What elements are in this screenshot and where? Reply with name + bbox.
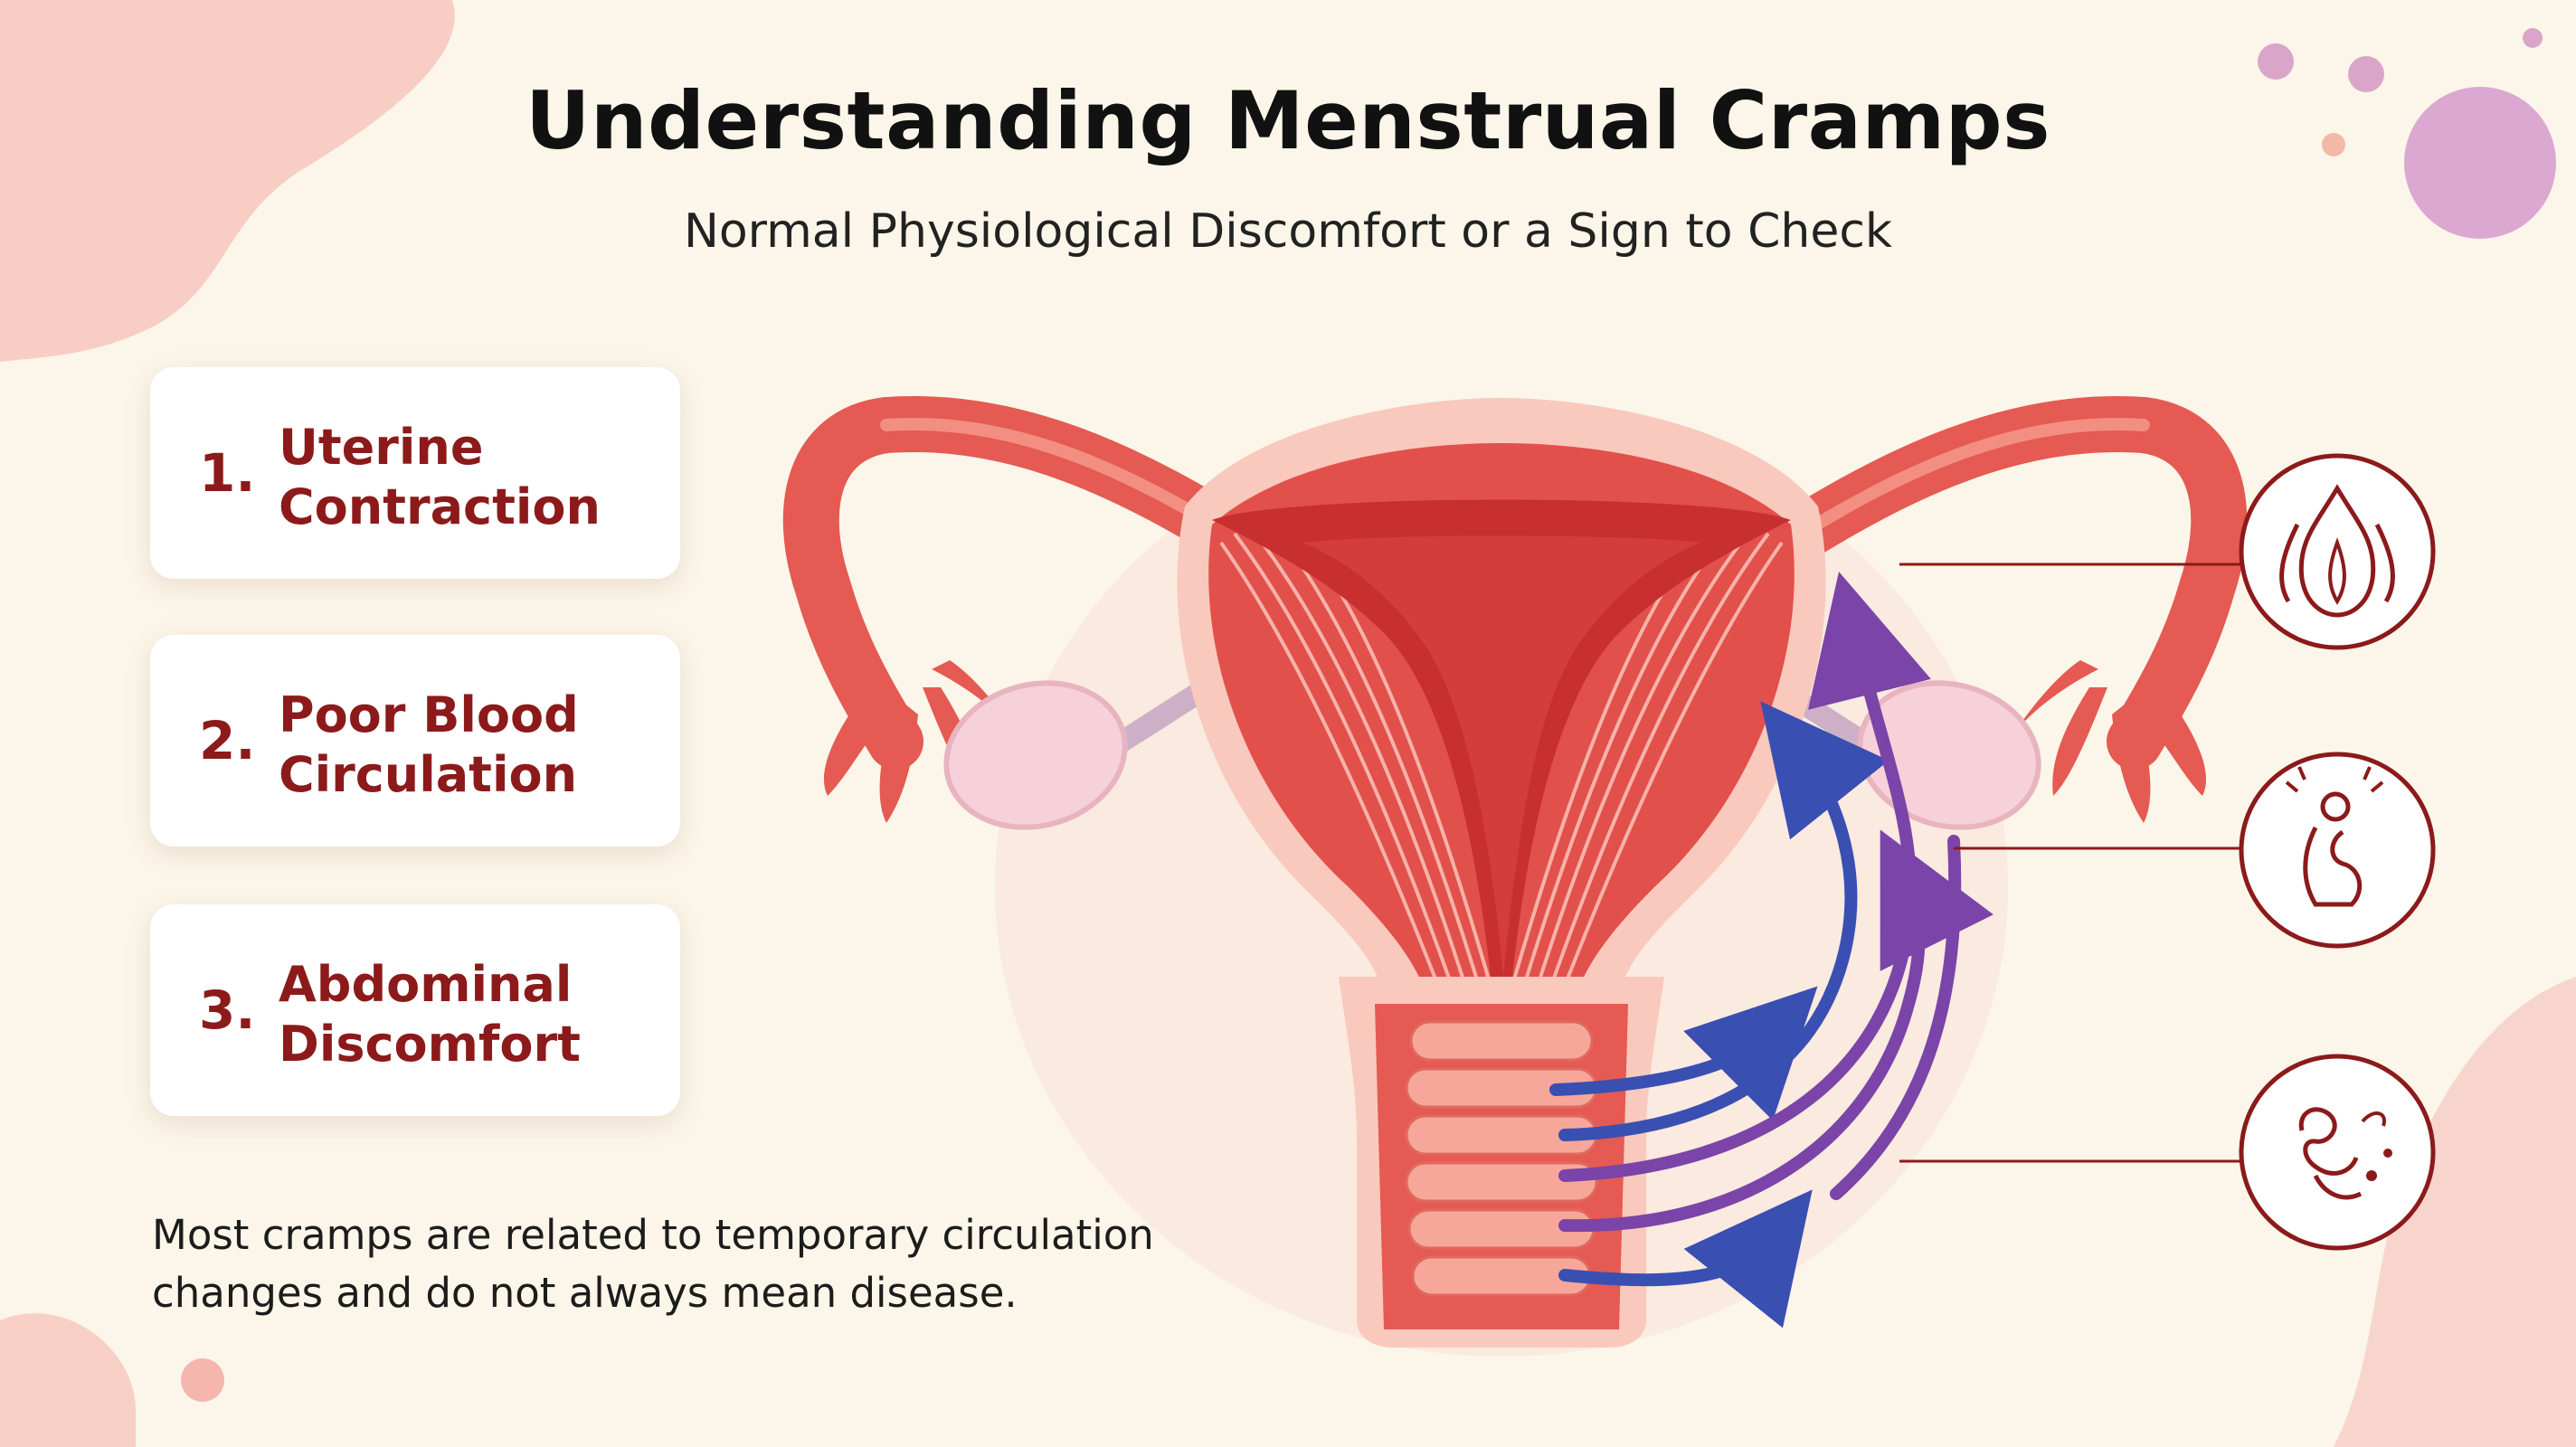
cause-label-line2: Circulation: [279, 746, 578, 803]
back-pain-figure-icon: [2239, 752, 2436, 949]
page-subtitle: Normal Physiological Discomfort or a Sig…: [683, 204, 1893, 259]
cause-label-line1: Uterine: [279, 419, 484, 476]
circulation-arrows: [1549, 572, 1994, 1329]
cause-label: Poor Blood Circulation: [279, 686, 658, 805]
flame-pain-icon: [2239, 453, 2436, 650]
cause-label: Abdominal Discomfort: [279, 955, 658, 1074]
cause-card-uterine-contraction: 1. Uterine Contraction: [150, 367, 680, 579]
page-title: Understanding Menstrual Cramps: [525, 74, 2051, 167]
arrow-purple-return: [1830, 835, 1962, 1200]
cause-label-line1: Abdominal: [279, 956, 573, 1013]
cause-number: 1.: [199, 442, 256, 504]
vaginal-rugae: [1405, 1020, 1598, 1297]
footnote-line2: changes and do not always mean disease.: [152, 1269, 1018, 1317]
cause-label-line2: Discomfort: [279, 1016, 581, 1073]
leader-lines: [1899, 563, 2241, 1163]
footnote-line1: Most cramps are related to temporary cir…: [152, 1211, 1154, 1259]
cause-number: 2.: [199, 710, 256, 771]
abdominal-discomfort-icon: [2239, 1054, 2436, 1251]
cause-card-abdominal-discomfort: 3. Abdominal Discomfort: [150, 904, 680, 1116]
cause-label: Uterine Contraction: [279, 418, 658, 537]
cause-card-poor-blood-circulation: 2. Poor Blood Circulation: [150, 635, 680, 846]
footnote: Most cramps are related to temporary cir…: [152, 1206, 1201, 1322]
arrow-blue-long: [1558, 701, 1889, 1141]
cause-number: 3.: [199, 979, 256, 1041]
arrow-blue-bottom: [1558, 1189, 1813, 1329]
cause-label-line1: Poor Blood: [279, 686, 579, 743]
arrow-blue-short: [1549, 986, 1818, 1121]
left-ovary: [943, 680, 1128, 830]
cause-label-line2: Contraction: [279, 478, 601, 535]
right-fallopian-tube: [1745, 395, 2248, 823]
